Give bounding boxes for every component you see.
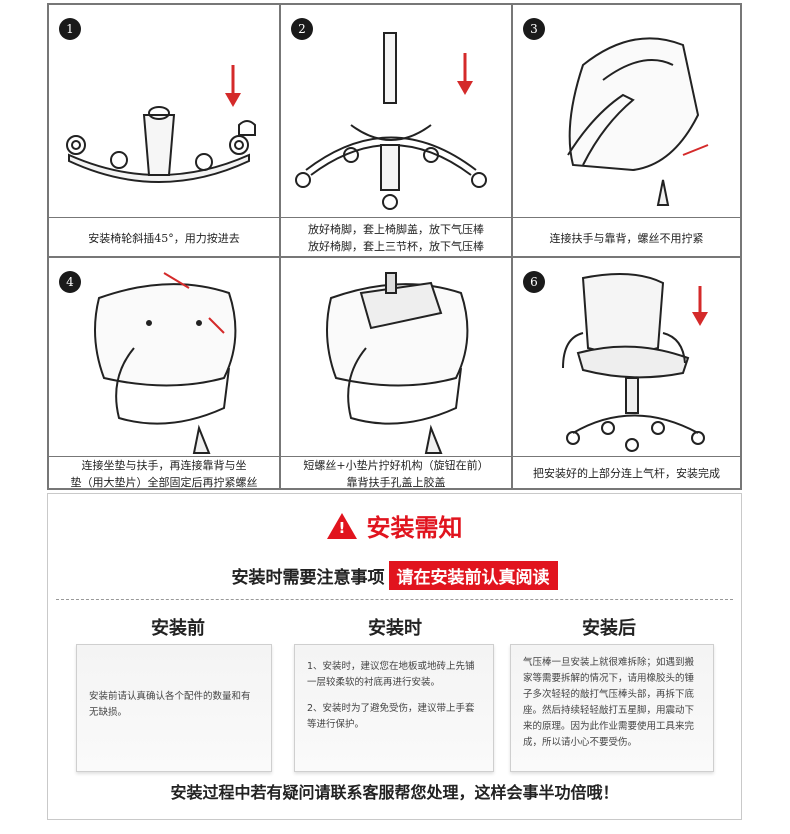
after-install-box: 气压棒一旦安装上就很难拆除；如遇到搬家等需要拆解的情况下，请用橡胶头的锤子多次轻…	[510, 644, 714, 772]
step-1-caption: 安装椅轮斜插45°，用力按进去	[49, 217, 279, 258]
step-2-caption: 放好椅脚，套上椅脚盖，放下气压棒 放好椅脚，套上三节杯，放下气压棒	[281, 217, 511, 258]
notice-title: !安装需知	[48, 508, 741, 543]
screw-arrow-icon	[682, 144, 709, 156]
notice-subtitle: 安装时需要注意事项请在安装前认真阅读	[48, 561, 741, 590]
step-3-caption: 连接扶手与靠背，螺丝不用拧紧	[513, 217, 740, 258]
armrest-backrest-illustration	[567, 37, 709, 206]
warning-icon: !	[326, 513, 357, 539]
step-6-caption: 把安装好的上部分连上气杆，安装完成	[513, 456, 740, 490]
during-install-title: 安装时	[368, 618, 422, 639]
read-before-install-banner: 请在安装前认真阅读	[388, 561, 558, 590]
step-number-badge: 2	[291, 18, 313, 40]
before-install-box: 安装前请认真确认各个配件的数量和有无缺损。	[76, 644, 272, 772]
caster-insert-illustration	[66, 65, 256, 183]
step-5-caption: 短螺丝+小垫片拧好机构（旋钮在前） 靠背扶手孔盖上胶盖	[281, 456, 511, 490]
down-arrow-icon	[225, 65, 241, 107]
customer-service-note: 安装过程中若有疑问请联系客服帮您处理，这样会事半功倍哦！	[170, 783, 619, 802]
after-install-title: 安装后	[582, 618, 636, 639]
step-number-badge: 1	[59, 18, 81, 40]
during-install-box: 1、安装时，建议您在地板或地砖上先铺一层较柔软的衬底再进行安装。 2、安装时为了…	[294, 644, 494, 772]
step-3-panel: 3 连接扶手与靠背，螺丝不用拧紧	[512, 4, 741, 257]
seat-armrest-illustration	[94, 272, 237, 454]
base-and-gas-lift-illustration	[295, 32, 487, 210]
step-2-panel: 2 放好椅脚，套上椅脚盖，放下气压棒 放好椅脚，套上三节杯，放下气压棒	[280, 4, 512, 257]
mechanism-illustration	[326, 272, 469, 454]
step-5-panel: 短螺丝+小垫片拧好机构（旋钮在前） 靠背扶手孔盖上胶盖	[280, 257, 512, 489]
step-number-badge: 6	[523, 271, 545, 293]
down-arrow-icon	[457, 53, 473, 95]
step-number-badge: 4	[59, 271, 81, 293]
step-4-panel: 4 连接坐垫与扶手，再连接靠背与坐 垫（用大垫片）全部固定后再拧紧螺丝	[48, 257, 280, 489]
step-6-panel: 6 把安装好的上部分连上气杆，安装完成	[512, 257, 741, 489]
before-install-title: 安装前	[151, 618, 205, 639]
down-arrow-icon	[692, 286, 708, 326]
finished-chair-illustration	[562, 273, 708, 452]
step-4-caption: 连接坐垫与扶手，再连接靠背与坐 垫（用大垫片）全部固定后再拧紧螺丝	[49, 456, 279, 490]
assembly-steps-grid: 1 安装椅轮斜插45°，用力按进去 2	[47, 3, 742, 490]
installation-notice: !安装需知 安装时需要注意事项请在安装前认真阅读 安装前 安装时 安装后 安装前…	[47, 493, 742, 820]
dashed-divider	[56, 599, 733, 600]
step-1-panel: 1 安装椅轮斜插45°，用力按进去	[48, 4, 280, 257]
screw-arrow-icon	[163, 272, 225, 334]
step-number-badge: 3	[523, 18, 545, 40]
